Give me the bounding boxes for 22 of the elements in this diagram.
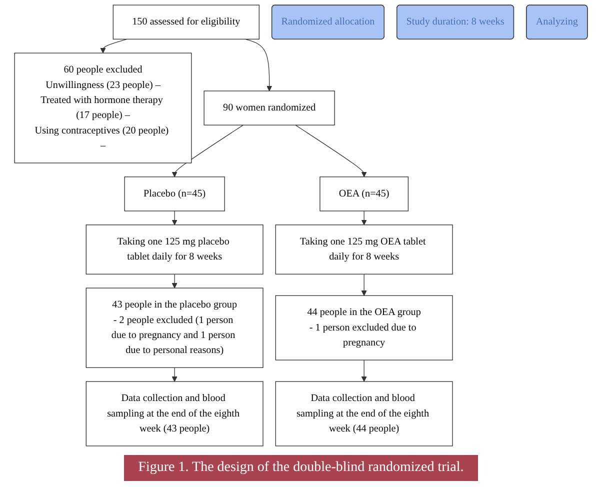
node-box: Taking one 125 mg OEA tablet daily for 8 weeks xyxy=(275,224,453,274)
node-box: 90 women randomized xyxy=(204,90,335,126)
arrow xyxy=(295,124,367,178)
figure-caption: Figure 1. The design of the double-blind randomized trial. xyxy=(124,455,478,481)
arrow xyxy=(100,38,128,54)
arrow xyxy=(172,367,178,382)
arrow xyxy=(361,274,367,296)
node-box: 60 people excluded Unwillingness (23 people) – Treated with hormone therapy (17 people) – Using contraceptives (20 people) – xyxy=(14,52,192,164)
node-box: Data collection and blood sampling at the end of the eighth week (43 people) xyxy=(86,381,264,446)
node-box: Placebo (n=45) xyxy=(124,176,225,212)
arrow xyxy=(172,274,178,288)
node-box: 44 people in the OEA group - 1 person excluded due to pregnancy xyxy=(275,295,453,360)
node-box: Taking one 125 mg placebo tablet daily for 8 weeks xyxy=(86,224,264,274)
arrow xyxy=(244,38,272,92)
arrow xyxy=(361,210,367,226)
arrow xyxy=(172,124,244,178)
node-box: Data collection and blood sampling at the end of the eighth week (44 people) xyxy=(275,381,453,446)
node-box: OEA (n=45) xyxy=(320,176,408,212)
arrow xyxy=(172,210,178,226)
arrow xyxy=(361,360,367,382)
node-box: 43 people in the placebo group - 2 people excluded (1 person due to pregnancy and 1 person due to personal reasons) xyxy=(86,288,264,368)
node-box: 150 assessed for eligibility xyxy=(112,4,260,40)
